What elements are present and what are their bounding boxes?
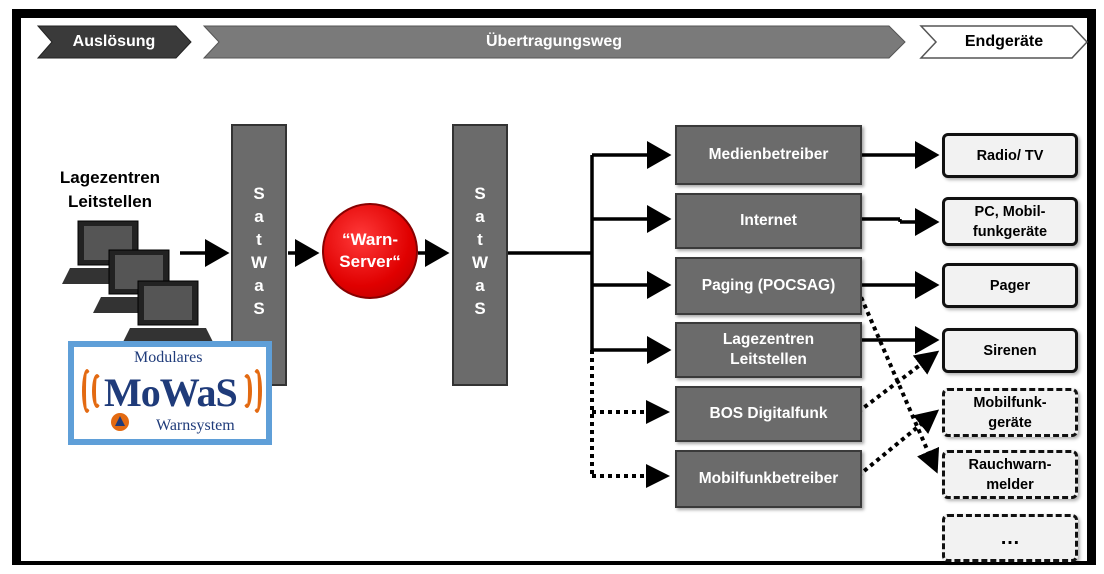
- mowas-logo: Modulares MoWaS Warnsystem: [68, 341, 272, 445]
- triangle-icon: [115, 416, 125, 426]
- header-transmission-label: Übertragungsweg: [485, 33, 622, 50]
- channel-paging: Paging (POCSAG): [675, 257, 862, 315]
- computer-icon: [62, 220, 214, 344]
- header-chevron-trigger: [36, 25, 192, 59]
- endpoint-mobile-devices: Mobilfunk- geräte: [942, 388, 1078, 437]
- channel-medienbetreiber: Medienbetreiber: [675, 125, 862, 185]
- endpoint-smoke-detector: Rauchwarn- melder: [942, 450, 1078, 499]
- wave-right-icon: [252, 369, 262, 413]
- channel-bos-digitalfunk: BOS Digitalfunk: [675, 386, 862, 442]
- endpoint-more: …: [942, 514, 1078, 562]
- source-label: Lagezentren Leitstellen: [59, 168, 161, 211]
- warn-server-node: “Warn- Server“: [322, 203, 418, 299]
- endpoint-sirenen: Sirenen: [942, 328, 1078, 373]
- header-devices-label: Endgeräte: [964, 33, 1044, 50]
- header-chevron-devices: [919, 25, 1089, 59]
- channel-mobilfunkbetreiber: Mobilfunkbetreiber: [675, 450, 862, 508]
- channel-lagezentren: Lagezentren Leitstellen: [675, 322, 862, 378]
- endpoint-pager: Pager: [942, 263, 1078, 308]
- header-trigger-label: Auslösung: [72, 33, 156, 50]
- endpoint-pc-mobile: PC, Mobil- funkgeräte: [942, 197, 1078, 246]
- diagram-frame: [12, 9, 1096, 565]
- wave-left-inner-icon: [92, 374, 102, 408]
- wave-right-inner-icon: [242, 374, 252, 408]
- endpoint-radio-tv: Radio/ TV: [942, 133, 1078, 178]
- wave-left-icon: [82, 369, 92, 413]
- satwas-column-right: S a t W a S: [452, 124, 508, 386]
- channel-internet: Internet: [675, 193, 862, 249]
- header-chevron-transmission: [202, 25, 906, 59]
